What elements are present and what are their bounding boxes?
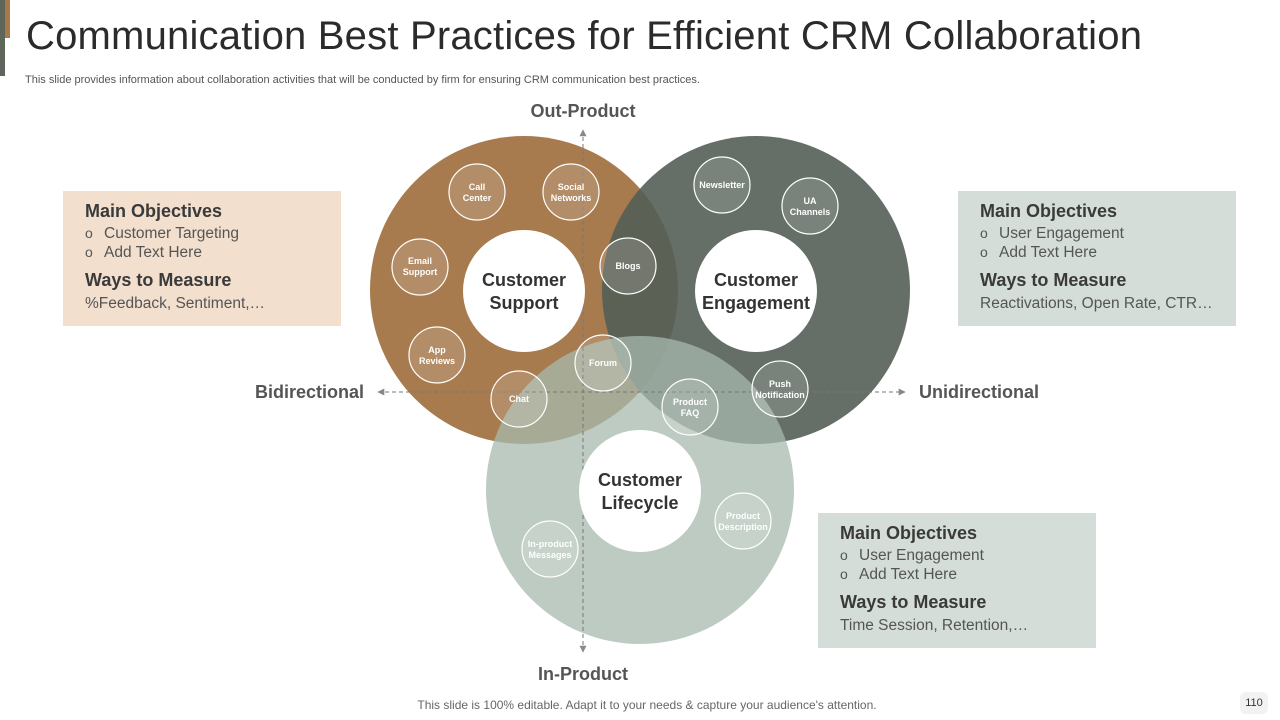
node-push-notification-line2: Notification bbox=[755, 390, 805, 400]
objective-item: o Customer Targeting bbox=[85, 224, 319, 243]
axis-label-left: Bidirectional bbox=[255, 382, 364, 402]
measure-heading: Ways to Measure bbox=[85, 270, 232, 290]
node-in-product-messages-line1: In-product bbox=[528, 539, 573, 549]
node-push-notification-line1: Push bbox=[769, 379, 791, 389]
objective-text: User Engagement bbox=[999, 225, 1124, 242]
axis-label-top: Out-Product bbox=[531, 101, 636, 121]
axis-label-bottom: In-Product bbox=[538, 664, 628, 684]
bullet-icon: o bbox=[85, 225, 93, 241]
node-newsletter: Newsletter bbox=[693, 156, 751, 214]
node-ua-channels-line1: UA bbox=[804, 196, 817, 206]
footer-note: This slide is 100% editable. Adapt it to… bbox=[417, 698, 877, 712]
support-label-line2: Support bbox=[490, 293, 559, 313]
center-engagement bbox=[695, 230, 817, 352]
bullet-icon: o bbox=[980, 244, 988, 260]
node-forum-line1: Forum bbox=[589, 358, 617, 368]
node-email-support-line1: Email bbox=[408, 256, 432, 266]
node-chat: Chat bbox=[490, 370, 548, 428]
node-app-reviews-line2: Reviews bbox=[419, 356, 455, 366]
measure-value: Reactivations, Open Rate, CTR… bbox=[980, 295, 1213, 312]
node-ua-channels: UA Channels bbox=[781, 177, 839, 235]
objectives-heading: Main Objectives bbox=[85, 201, 223, 221]
node-blogs: Blogs bbox=[599, 237, 657, 295]
accent-bar-secondary bbox=[5, 0, 10, 38]
objective-item: o User Engagement bbox=[980, 224, 1214, 243]
bullet-icon: o bbox=[980, 225, 988, 241]
objective-text: Customer Targeting bbox=[104, 225, 239, 242]
node-social-networks-line2: Networks bbox=[551, 193, 592, 203]
objectives-heading: Main Objectives bbox=[840, 523, 978, 543]
node-in-product-messages: In-product Messages bbox=[521, 520, 579, 578]
node-newsletter-line1: Newsletter bbox=[699, 180, 745, 190]
objective-item: o Add Text Here bbox=[980, 243, 1214, 262]
node-forum: Forum bbox=[574, 334, 632, 392]
objectives-heading: Main Objectives bbox=[980, 201, 1118, 221]
page-title: Communication Best Practices for Efficie… bbox=[26, 14, 1143, 58]
measure-heading: Ways to Measure bbox=[980, 270, 1127, 290]
bullet-icon: o bbox=[840, 547, 848, 563]
node-ua-channels-line2: Channels bbox=[790, 207, 831, 217]
measure-value: Time Session, Retention,… bbox=[840, 617, 1029, 634]
objective-item: o User Engagement bbox=[840, 546, 1074, 565]
page-subtitle: This slide provides information about co… bbox=[25, 74, 700, 86]
node-in-product-messages-line2: Messages bbox=[528, 550, 571, 560]
node-app-reviews-line1: App bbox=[428, 345, 446, 355]
node-app-reviews: App Reviews bbox=[408, 326, 466, 384]
node-product-faq-line2: FAQ bbox=[681, 408, 700, 418]
axis-label-right: Unidirectional bbox=[919, 382, 1039, 402]
node-blogs-line1: Blogs bbox=[615, 261, 640, 271]
engagement-label-line2: Engagement bbox=[702, 293, 810, 313]
node-email-support-line2: Support bbox=[403, 267, 438, 277]
node-product-description-line2: Description bbox=[718, 522, 768, 532]
node-product-description-line1: Product bbox=[726, 511, 760, 521]
bullet-icon: o bbox=[840, 566, 848, 582]
objective-item: o Add Text Here bbox=[85, 243, 319, 262]
center-support bbox=[463, 230, 585, 352]
lifecycle-label-line1: Customer bbox=[598, 470, 682, 490]
center-lifecycle bbox=[579, 430, 701, 552]
node-product-faq-line1: Product bbox=[673, 397, 707, 407]
node-social-networks-line1: Social bbox=[558, 182, 585, 192]
node-email-support: Email Support bbox=[391, 238, 449, 296]
page-number: 110 bbox=[1240, 692, 1268, 714]
objective-text: Add Text Here bbox=[999, 244, 1097, 261]
measure-heading: Ways to Measure bbox=[840, 592, 987, 612]
objective-text: User Engagement bbox=[859, 547, 984, 564]
lifecycle-label-line2: Lifecycle bbox=[601, 493, 678, 513]
node-call-center-line1: Call bbox=[469, 182, 486, 192]
objective-item: o Add Text Here bbox=[840, 565, 1074, 584]
node-product-description: Product Description bbox=[714, 492, 772, 550]
node-social-networks: Social Networks bbox=[542, 163, 600, 221]
node-chat-line1: Chat bbox=[509, 394, 529, 404]
node-product-faq: Product FAQ bbox=[661, 378, 719, 436]
support-label-line1: Customer bbox=[482, 270, 566, 290]
node-call-center: Call Center bbox=[448, 163, 506, 221]
objective-text: Add Text Here bbox=[859, 566, 957, 583]
accent-bar bbox=[0, 0, 5, 76]
bullet-icon: o bbox=[85, 244, 93, 260]
measure-value: %Feedback, Sentiment,… bbox=[85, 295, 266, 312]
node-call-center-line2: Center bbox=[463, 193, 492, 203]
node-push-notification: Push Notification bbox=[751, 360, 809, 418]
engagement-label-line1: Customer bbox=[714, 270, 798, 290]
objective-text: Add Text Here bbox=[104, 244, 202, 261]
